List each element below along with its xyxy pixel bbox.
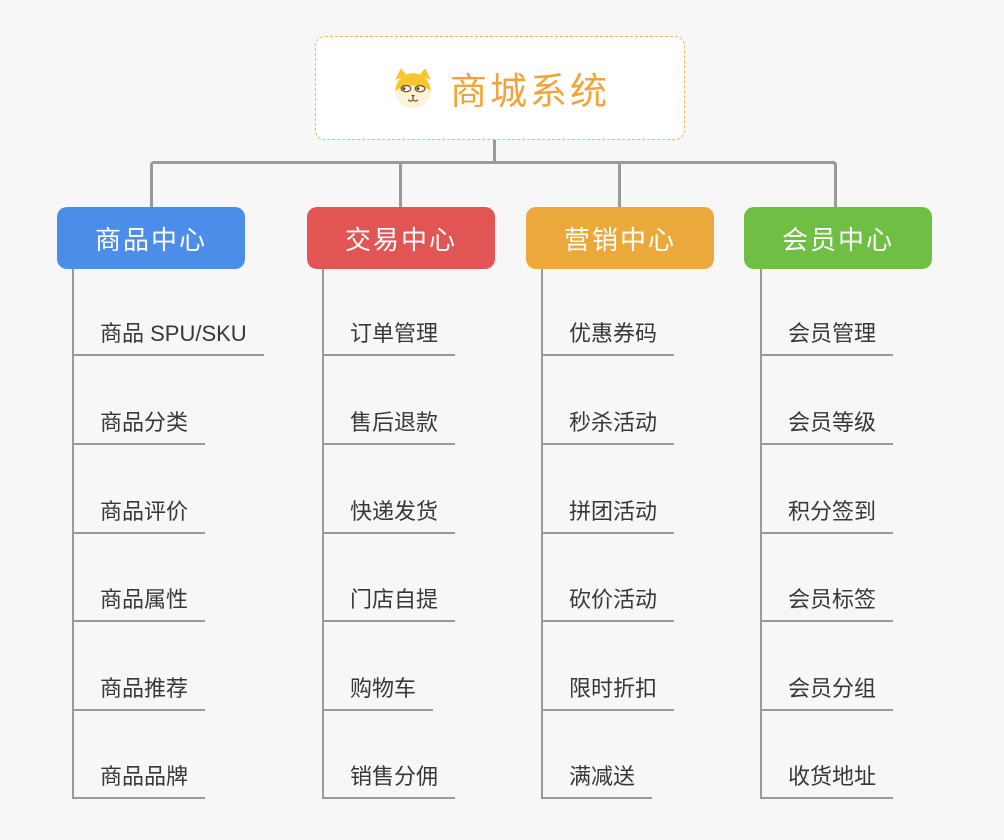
subtopic-item[interactable]: 购物车 <box>322 671 434 711</box>
root-node[interactable]: 商城系统 <box>315 36 685 140</box>
branch-trunk-product <box>72 269 74 799</box>
branch-box-marketing-center[interactable]: 营销中心 <box>526 207 714 269</box>
branch-trunk-trade <box>322 269 324 799</box>
subtopic-item[interactable]: 优惠券码 <box>541 316 675 356</box>
subtopic-item[interactable]: 收货地址 <box>760 759 894 799</box>
subtopic-item[interactable]: 会员分组 <box>760 671 894 711</box>
subtopic-item[interactable]: 快递发货 <box>322 494 456 534</box>
subtopic-item[interactable]: 会员等级 <box>760 405 894 445</box>
branch-box-product-center[interactable]: 商品中心 <box>57 207 245 269</box>
subtopic-item[interactable]: 满减送 <box>541 759 653 799</box>
subtopic-item[interactable]: 拼团活动 <box>541 494 675 534</box>
branch-trunk-marketing <box>541 269 543 799</box>
subtopic-item[interactable]: 商品属性 <box>72 582 206 622</box>
connector-root-stub <box>493 140 496 162</box>
branch-trunk-member <box>760 269 762 799</box>
subtopic-item[interactable]: 售后退款 <box>322 405 456 445</box>
subtopic-item[interactable]: 商品评价 <box>72 494 206 534</box>
connector-drop-marketing <box>618 163 621 207</box>
subtopic-item[interactable]: 商品推荐 <box>72 671 206 711</box>
subtopic-item[interactable]: 限时折扣 <box>541 671 675 711</box>
subtopic-item[interactable]: 商品分类 <box>72 405 206 445</box>
subtopic-item[interactable]: 订单管理 <box>322 316 456 356</box>
branch-box-trade-center[interactable]: 交易中心 <box>307 207 495 269</box>
subtopic-item[interactable]: 商品 SPU/SKU <box>72 316 264 356</box>
connector-drop-trade <box>399 163 402 207</box>
subtopic-item[interactable]: 销售分佣 <box>322 759 456 799</box>
subtopic-item[interactable]: 会员管理 <box>760 316 894 356</box>
branch-box-member-center[interactable]: 会员中心 <box>744 207 932 269</box>
subtopic-item[interactable]: 积分签到 <box>760 494 894 534</box>
dog-face-icon <box>390 66 436 110</box>
subtopic-item[interactable]: 门店自提 <box>322 582 456 622</box>
subtopic-item[interactable]: 秒杀活动 <box>541 405 675 445</box>
connector-bracket <box>150 161 837 207</box>
root-title: 商城系统 <box>450 71 610 112</box>
subtopic-item[interactable]: 砍价活动 <box>541 582 675 622</box>
subtopic-item[interactable]: 会员标签 <box>760 582 894 622</box>
subtopic-item[interactable]: 商品品牌 <box>72 759 206 799</box>
